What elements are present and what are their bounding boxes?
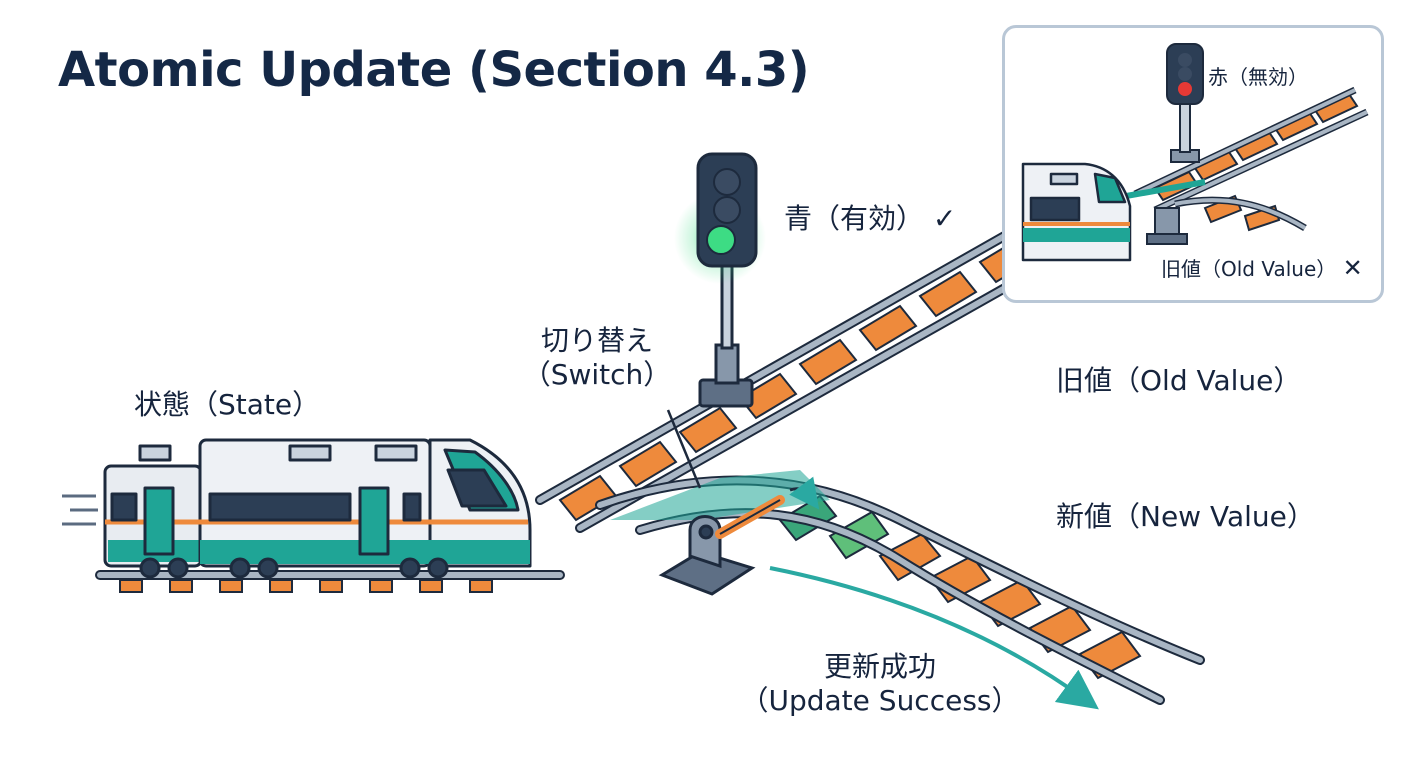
switch-label-line1: 切り替え <box>540 324 653 357</box>
inset-diagram <box>1021 43 1369 262</box>
page-title: Atomic Update (Section 4.3) <box>58 42 810 98</box>
switch-label: 切り替え （Switch） <box>512 324 682 391</box>
update-success-arrow <box>769 566 1099 710</box>
check-icon: ✓ <box>932 202 957 235</box>
green-signal-text: 青（有効） <box>784 202 925 235</box>
update-success-label: 更新成功 （Update Success） <box>710 650 1050 717</box>
base-track <box>95 570 565 593</box>
cross-icon: ✕ <box>1342 254 1363 282</box>
old-value-label: 旧値（Old Value） <box>1056 364 1302 397</box>
lever-arrow <box>789 476 820 510</box>
new-value-label: 新値（New Value） <box>1056 500 1315 533</box>
red-signal-label: 赤（無効） <box>1208 65 1308 89</box>
inset-invalid-panel: 赤（無効） 旧値（Old Value） ✕ <box>1002 25 1384 303</box>
update-success-line1: 更新成功 <box>823 650 936 683</box>
switch-label-line2: （Switch） <box>522 357 672 391</box>
inset-old-value-label: 旧値（Old Value） ✕ <box>1161 254 1363 283</box>
update-success-line2: （Update Success） <box>740 683 1020 717</box>
inset-old-value-text: 旧値（Old Value） <box>1161 257 1337 281</box>
green-signal <box>674 152 766 408</box>
state-label: 状態（State） <box>134 388 321 421</box>
switch-lever <box>658 495 785 596</box>
red-signal <box>1166 43 1204 163</box>
train <box>62 438 532 579</box>
switch-pointer-line <box>666 409 702 489</box>
green-signal-label: 青（有効） ✓ <box>784 202 956 236</box>
